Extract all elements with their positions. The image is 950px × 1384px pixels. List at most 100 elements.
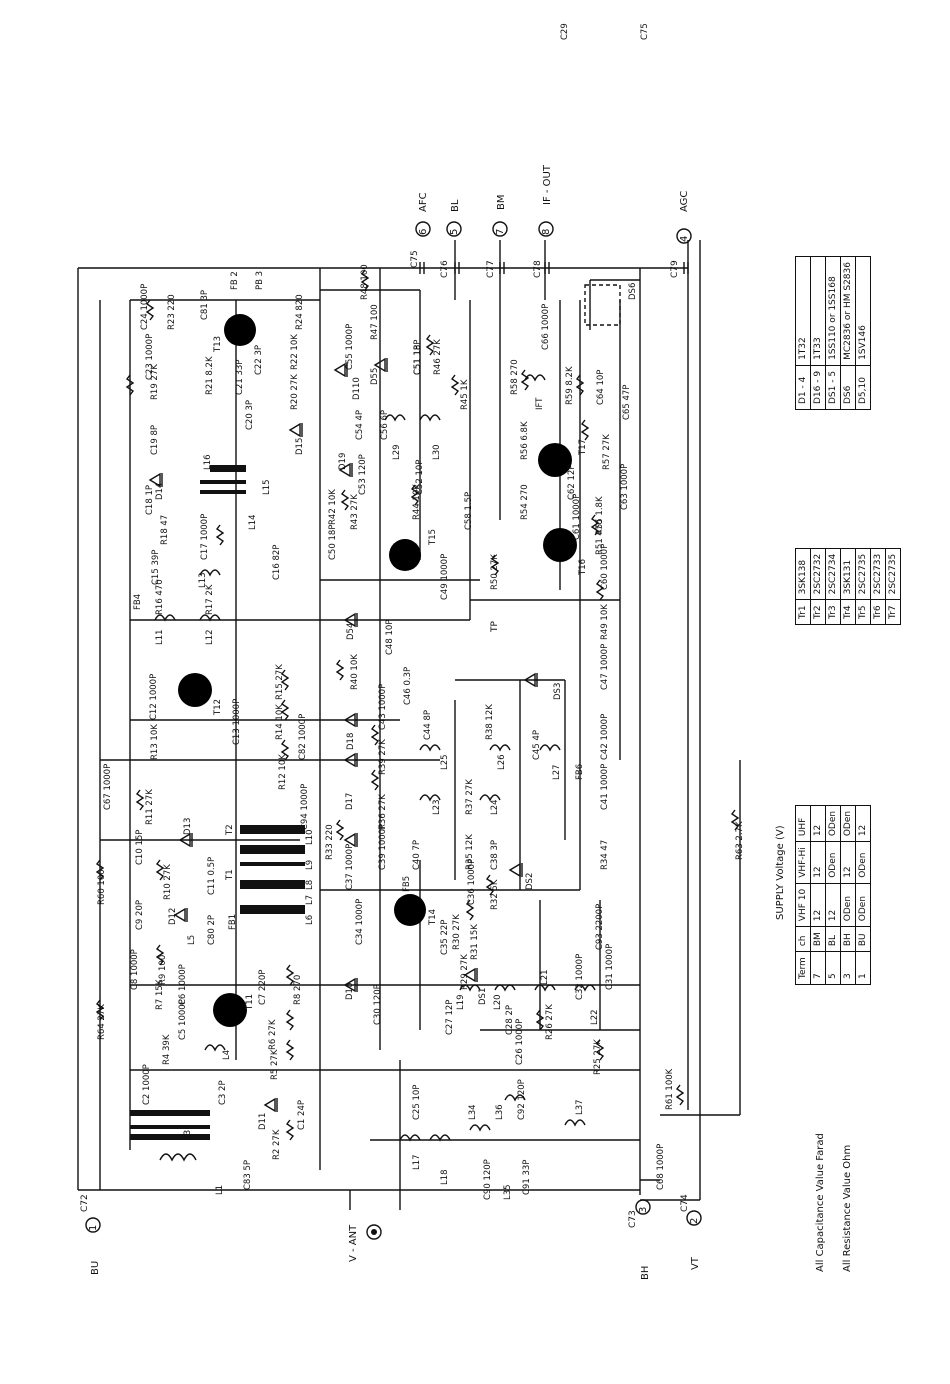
terminal-bh-number: 3 xyxy=(638,1206,649,1213)
component-label-r58: R58 270 xyxy=(510,359,520,395)
component-label-r18: R18 47 xyxy=(160,514,170,545)
component-label-r19: R19 27K xyxy=(150,364,160,400)
transistor-t15 xyxy=(389,539,421,571)
component-label-t13: T13 xyxy=(213,335,223,352)
component-label-r42: R42 10K xyxy=(328,489,338,525)
component-label-r17: R17 2K xyxy=(205,584,215,615)
component-label-r20: R20 27K xyxy=(290,374,300,410)
component-label-l7: L7 xyxy=(305,894,315,905)
component-label-d14: D14 xyxy=(155,482,165,500)
supply-table-cell: ODen xyxy=(855,883,871,927)
terminal-vt-label: VT xyxy=(690,1257,701,1270)
component-label-c20: C20 3P xyxy=(245,400,255,430)
supply-table-cell: BU xyxy=(855,926,871,952)
component-label-c19: C19 8P xyxy=(150,425,160,455)
transistor-table-cell: 2SC2732 xyxy=(810,548,826,600)
terminal-bl-label: BL xyxy=(450,199,461,212)
component-label-l16: L16 xyxy=(203,454,213,470)
transistor-table-cell: 3SK131 xyxy=(840,548,856,600)
component-label-l37: L37 xyxy=(575,1099,585,1115)
component-label-c53: C53 120P xyxy=(358,454,368,495)
cap-c77-label: C77 xyxy=(486,260,496,278)
supply-table-cell: ODen xyxy=(840,883,856,927)
component-label-c11: C11 0.5P xyxy=(207,856,217,895)
component-label-c12: C12 1000P xyxy=(149,673,159,720)
component-label-c48: C48 10P xyxy=(385,619,395,655)
terminal-circles xyxy=(85,221,702,1240)
output-capacitors xyxy=(419,262,689,274)
cap-c76-label: C76 xyxy=(440,260,450,278)
component-label-r37: R37 27K xyxy=(465,779,475,815)
terminal-bm-number: 7 xyxy=(495,228,506,235)
component-label-t2: T2 xyxy=(225,824,235,835)
component-label-c9: C9 20P xyxy=(135,900,145,930)
component-label-c93: C93 2200P xyxy=(595,903,605,950)
component-label-d16: D16 xyxy=(345,982,355,1000)
cap-c79-label: C79 xyxy=(670,260,680,278)
component-label-c25: C25 10P xyxy=(412,1084,422,1120)
component-label-c13: C13 1000P xyxy=(232,698,242,745)
transistor-t17 xyxy=(538,443,572,477)
component-label-c30: C30 120P xyxy=(373,984,383,1025)
component-label-d15: D15 xyxy=(295,437,305,455)
terminal-vt xyxy=(686,1210,702,1226)
test-point-label: TP xyxy=(490,621,500,632)
terminal-agc-label: AGC xyxy=(679,190,690,212)
component-label-r39: R39 27K xyxy=(378,739,388,775)
component-label-c44: C44 8P xyxy=(423,710,433,740)
component-label-r63: R63 2.7K xyxy=(735,821,745,860)
component-label-r40: R40 10K xyxy=(350,654,360,690)
coil-loops xyxy=(154,374,596,1162)
component-label-ift: IFT xyxy=(535,397,545,410)
terminal-ifout-label: IF - OUT xyxy=(542,165,553,205)
component-label-t15: T15 xyxy=(428,528,438,545)
supply-table-cell: 12 xyxy=(810,883,826,927)
component-label-r61: R61 100K xyxy=(665,1068,675,1110)
supply-table-cell: 7 xyxy=(810,951,826,985)
component-label-r12: R12 10K xyxy=(278,754,288,790)
component-label-c75: C75 xyxy=(640,23,650,40)
component-label-c60: C60 1000P xyxy=(600,543,610,590)
component-label-fb6: FB6 xyxy=(575,763,585,780)
component-label-r4: R4 39K xyxy=(162,1034,172,1065)
component-label-r57: R57 27K xyxy=(602,434,612,470)
component-label-c22: C22 3P xyxy=(254,345,264,375)
component-label-r48: R48 100 xyxy=(360,264,370,300)
terminal-bm xyxy=(492,221,508,237)
component-label-r59: R59 8.2K xyxy=(565,366,575,405)
transistor-t12 xyxy=(178,673,212,707)
component-label-l3: L3 xyxy=(183,1129,193,1140)
transistor-symbols xyxy=(178,314,577,1027)
component-label-l34: L34 xyxy=(468,1104,478,1120)
supply-table-title: SUPPLY Voltage (V) xyxy=(775,825,786,920)
component-label-c1: C1 24P xyxy=(297,1100,307,1130)
component-label-c40: C40 7P xyxy=(412,840,422,870)
component-label-r34: R34 47 xyxy=(600,839,610,870)
transistor-table-cell: 2SC2734 xyxy=(825,548,841,600)
terminal-bl-number: 5 xyxy=(449,228,460,235)
supply-table-cell: BM xyxy=(810,926,826,952)
component-label-l1: L1 xyxy=(215,1184,225,1195)
component-label-c42: C42 1000P xyxy=(600,713,610,760)
supply-table-header-cell: VHF-Hi xyxy=(795,841,811,884)
component-label-r44: R44 10K xyxy=(412,484,422,520)
component-label-r8: R8 270 xyxy=(293,974,303,1005)
terminal-vant xyxy=(366,1224,382,1240)
component-label-l30: L30 xyxy=(432,444,442,460)
cap-c75-label: C75 xyxy=(410,250,420,268)
diode-table-cell: D16 - 9 xyxy=(810,365,826,410)
component-label-c47: C47 1000P xyxy=(600,643,610,690)
component-label-d18: D18 xyxy=(346,732,356,750)
component-label-c58: C58 1.5P xyxy=(464,491,474,530)
component-label-c92: C92 120P xyxy=(517,1079,527,1120)
transistor-table-cell: 3SK138 xyxy=(795,548,811,600)
component-label-c8: C8 1000P xyxy=(130,949,140,990)
diode-table-cell: 1T33 xyxy=(810,256,826,366)
terminal-agc-number: 4 xyxy=(679,235,690,242)
